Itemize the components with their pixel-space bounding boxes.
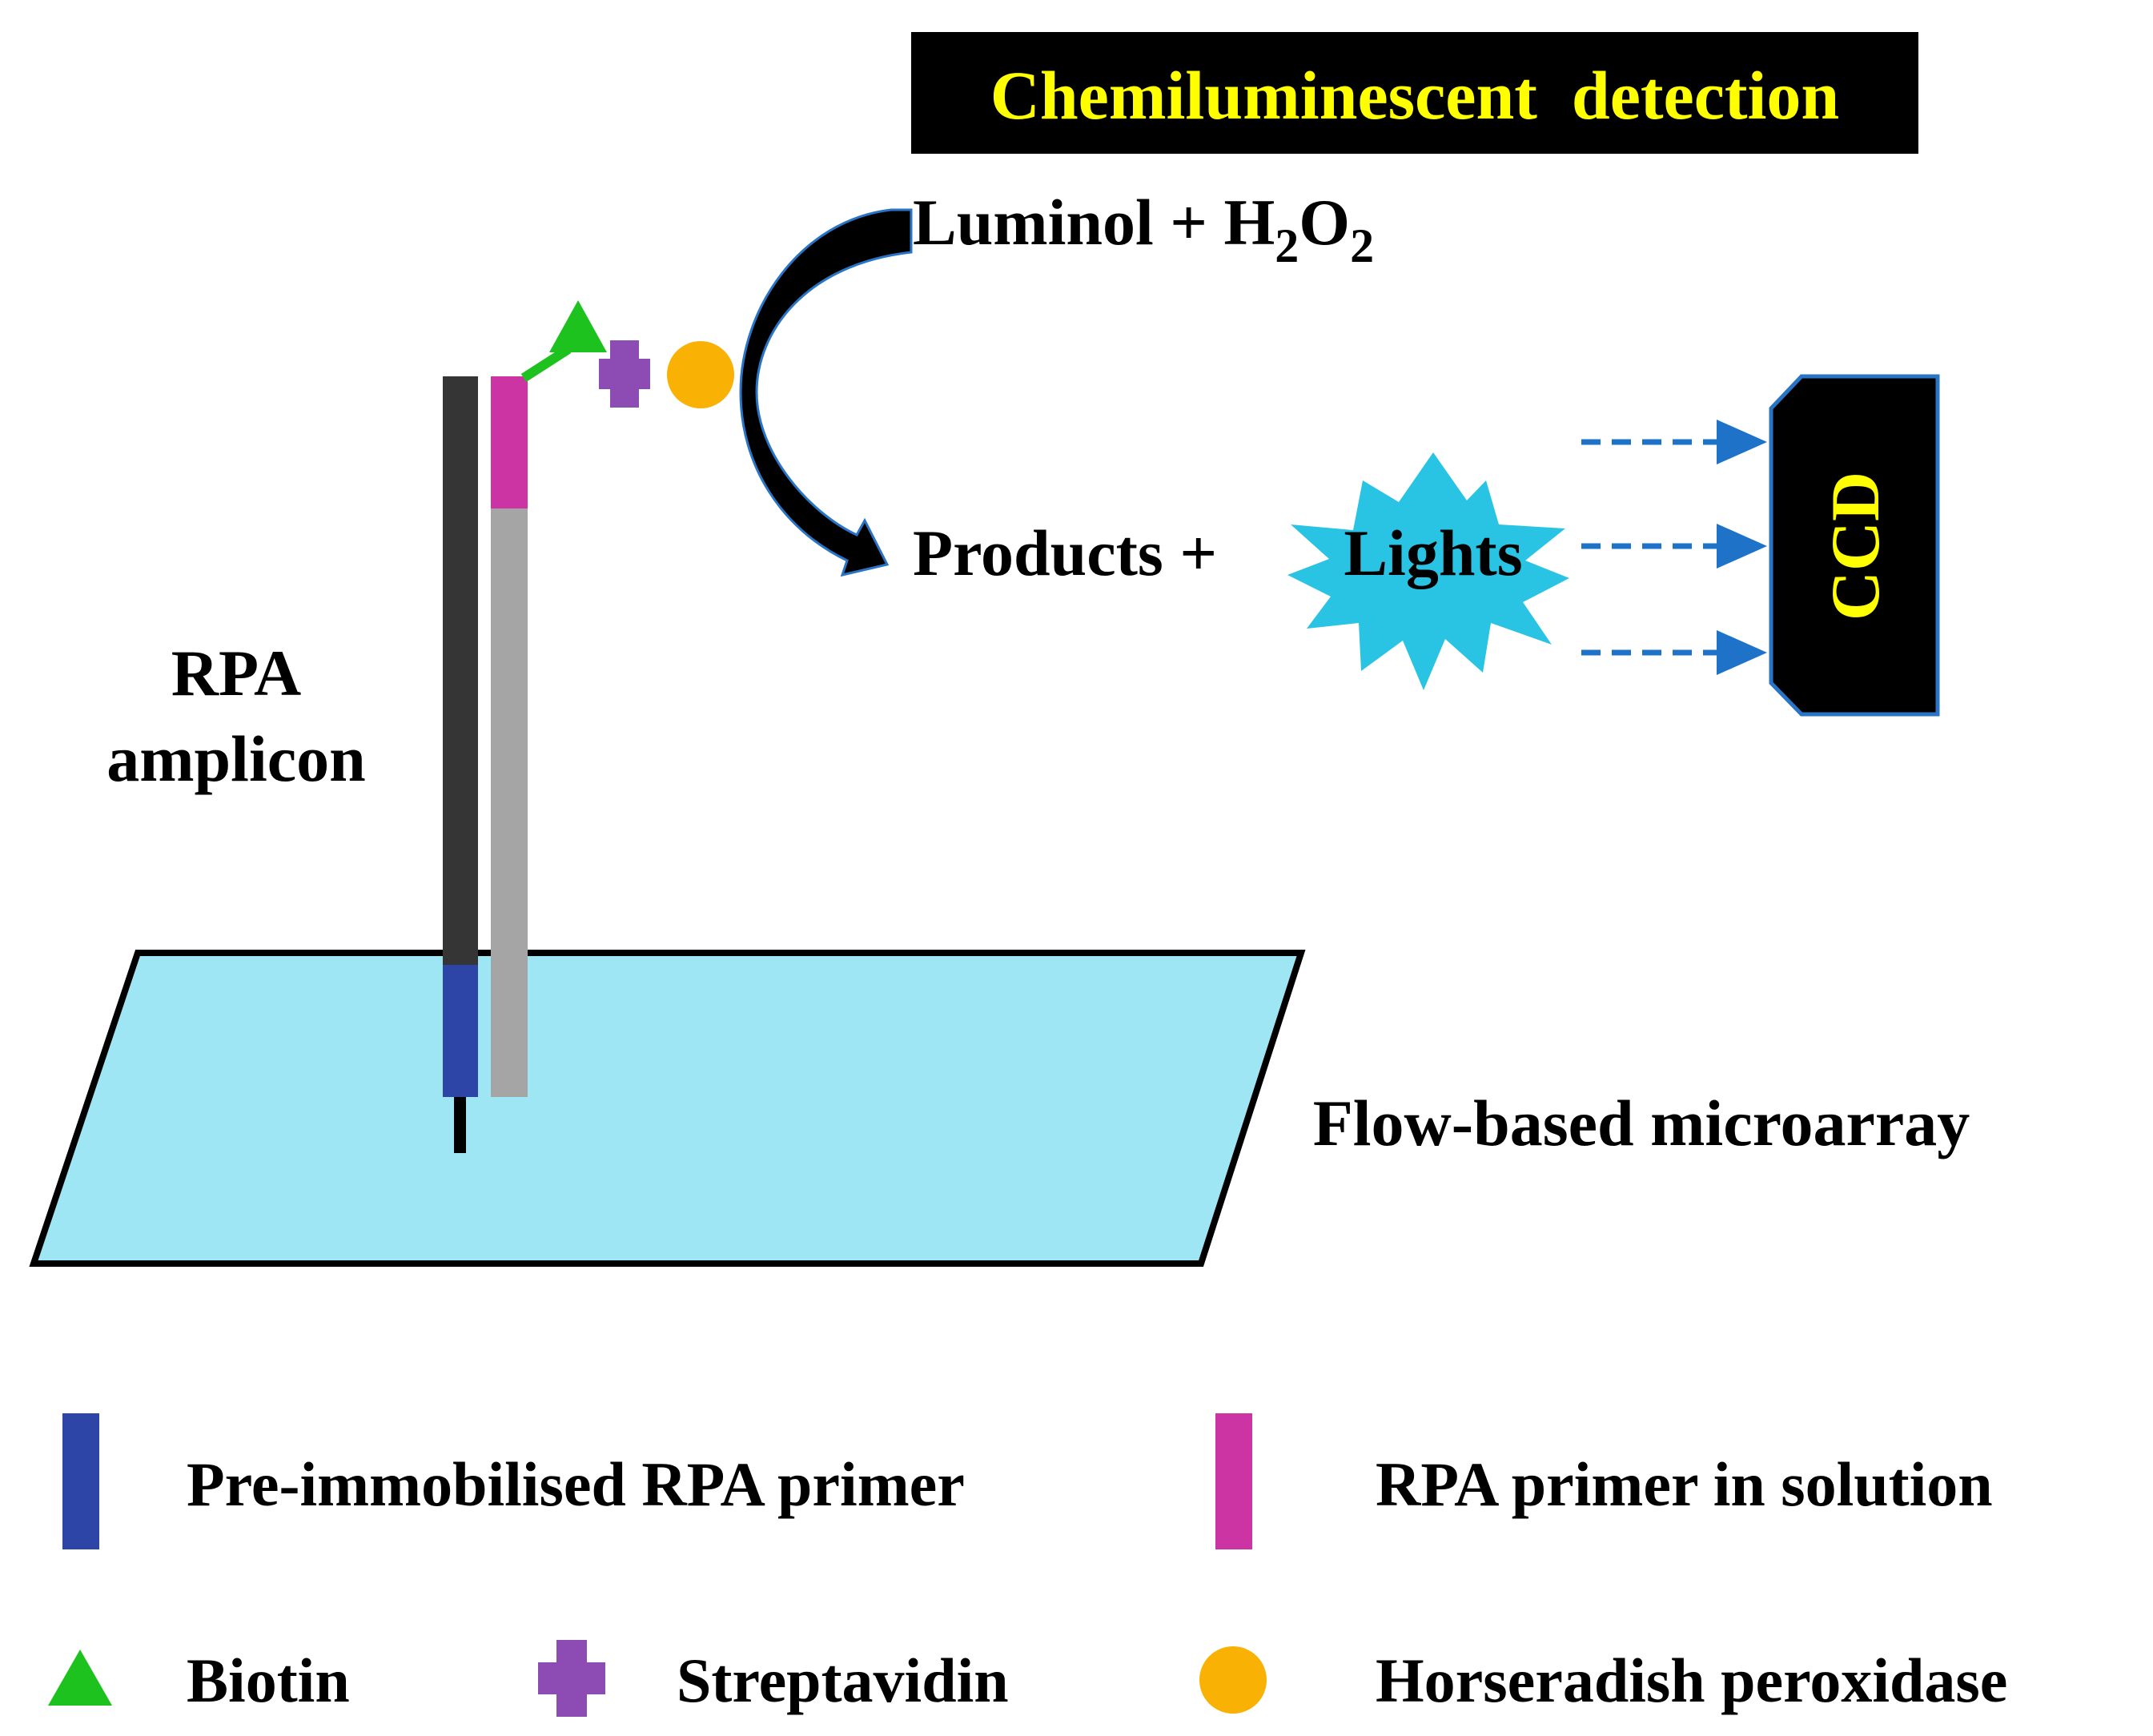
- legend-blue-bar-icon: [62, 1413, 99, 1549]
- legend: Pre-immobilised RPA primer RPA primer in…: [48, 1413, 2007, 1717]
- header-box: Chemiluminescent detection: [911, 32, 1918, 154]
- legend-label-immobilised: Pre-immobilised RPA primer: [187, 1449, 965, 1519]
- amplicon-label-line2: amplicon: [106, 722, 365, 795]
- header-background: [911, 32, 1918, 154]
- biotin-icon: [549, 300, 607, 352]
- streptavidin-icon: [599, 340, 650, 408]
- microarray-label: Flow-based microarray: [1313, 1087, 1970, 1159]
- immobilised-primer: [443, 965, 478, 1097]
- hrp-icon: [667, 341, 734, 408]
- products-text: Products +: [913, 516, 1217, 589]
- legend-biotin-icon: [48, 1650, 112, 1706]
- legend-label-solution: RPA primer in solution: [1376, 1449, 1993, 1519]
- ccd-label: CCD: [1817, 472, 1894, 621]
- amplified-strand: [491, 508, 528, 1097]
- legend-streptavidin-icon: [538, 1640, 605, 1717]
- legend-hrp-icon: [1199, 1646, 1267, 1714]
- legend-label-streptavidin: Streptavidin: [677, 1646, 1009, 1715]
- legend-label-hrp: Horseradish peroxidase: [1376, 1646, 2007, 1715]
- legend-label-biotin: Biotin: [187, 1646, 350, 1715]
- legend-magenta-bar-icon: [1215, 1413, 1252, 1549]
- reactants-text: Luminol + H2O2: [913, 186, 1374, 272]
- solution-primer: [491, 376, 528, 508]
- primer-anchor: [454, 1093, 466, 1153]
- header-title: Chemiluminescent detection: [990, 57, 1840, 134]
- ccd-detector: [1769, 374, 1940, 717]
- amplicon-label-line1: RPA: [171, 637, 301, 709]
- reaction-arrow: [739, 208, 913, 577]
- lights-burst: [1287, 452, 1569, 690]
- template-strand: [443, 376, 478, 965]
- light-arrows: [1581, 420, 1767, 675]
- microarray-surface: [29, 950, 1306, 1267]
- biotin-linker: [520, 344, 572, 383]
- lights-text: Lights: [1344, 516, 1522, 589]
